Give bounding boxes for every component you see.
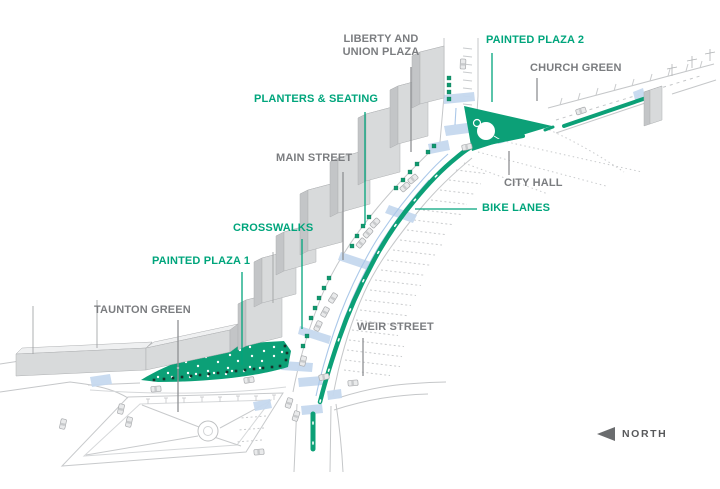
- label-painted-plaza-2: PAINTED PLAZA 2: [486, 34, 585, 46]
- north-compass: NORTH: [597, 427, 667, 441]
- bike-lane-paths: [310, 94, 654, 452]
- building: [411, 45, 445, 109]
- label-church-green: CHURCH GREEN: [530, 62, 622, 74]
- label-painted-plaza-1: PAINTED PLAZA 1: [152, 255, 251, 267]
- label-liberty-union-plaza-line2: UNION PLAZA: [342, 45, 420, 58]
- street-planters: [300, 75, 452, 349]
- painted-plaza-2-area: [464, 106, 552, 151]
- buildings: [15, 45, 663, 377]
- label-liberty-union-plaza-line1: LIBERTY AND: [343, 33, 419, 45]
- label-crosswalks: CROSSWALKS: [233, 222, 314, 234]
- plaza-1-paint-dots: [156, 345, 284, 379]
- utility-poles: [666, 49, 716, 76]
- cars: [59, 58, 587, 456]
- leader-lines: [177, 53, 538, 412]
- taunton-green-park: [60, 392, 284, 467]
- label-weir-street: WEIR STREET: [357, 321, 434, 333]
- label-liberty-union-plaza: LIBERTY AND UNION PLAZA: [339, 33, 423, 58]
- building: [643, 85, 663, 127]
- label-planters-seating: PLANTERS & SEATING: [254, 93, 379, 105]
- plaza-1-planter-squares: [152, 344, 289, 382]
- north-label: NORTH: [622, 428, 668, 440]
- label-main-street: MAIN STREET: [276, 152, 353, 164]
- label-city-hall: CITY HALL: [504, 177, 563, 189]
- label-taunton-green: TAUNTON GREEN: [94, 304, 191, 316]
- parking-markings: [146, 47, 703, 443]
- building: [15, 341, 153, 377]
- city-hall-road-dotted-lines: [463, 127, 643, 195]
- label-bike-lanes: BIKE LANES: [482, 202, 551, 214]
- north-arrow-icon: [597, 427, 615, 441]
